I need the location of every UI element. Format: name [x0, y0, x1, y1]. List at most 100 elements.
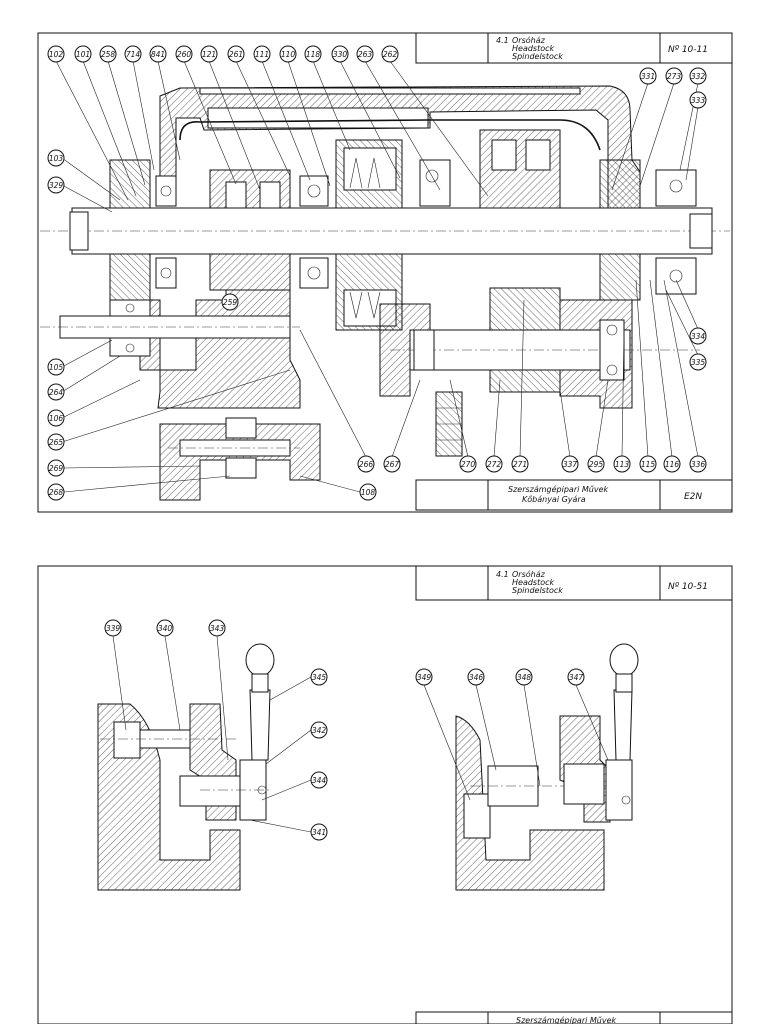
- svg-text:336: 336: [691, 460, 706, 469]
- left-lever-drawing: [97, 643, 275, 891]
- svg-text:108: 108: [361, 488, 376, 497]
- callout-271: 271: [511, 299, 529, 473]
- callout-348: 348: [515, 668, 541, 787]
- callout-295: 295: [587, 379, 609, 473]
- svg-text:333: 333: [691, 96, 706, 105]
- callout-339: 339: [104, 619, 127, 731]
- sheet-2-callouts: 339 340 343 345 342 344 341 349 346 348 …: [104, 619, 609, 841]
- callout-260: 260: [175, 45, 237, 185]
- svg-text:344: 344: [312, 776, 327, 785]
- sheet-1-maker-line2: Kőbányai Gyára: [522, 495, 586, 504]
- callout-344: 344: [261, 771, 328, 801]
- svg-text:714: 714: [126, 50, 141, 59]
- sheet-2-section: 4.1: [496, 570, 509, 579]
- svg-text:260: 260: [177, 50, 192, 59]
- svg-text:105: 105: [49, 363, 64, 372]
- svg-text:116: 116: [665, 460, 680, 469]
- svg-text:110: 110: [281, 50, 296, 59]
- svg-text:348: 348: [517, 673, 532, 682]
- callout-334: 334: [675, 279, 707, 345]
- sheet-2-title-hu: Orsóház: [512, 569, 546, 579]
- svg-text:263: 263: [358, 50, 373, 59]
- callout-841: 841: [149, 45, 181, 161]
- svg-text:261: 261: [229, 50, 243, 59]
- callout-270: 270: [449, 379, 477, 473]
- svg-text:266: 266: [359, 460, 374, 469]
- svg-text:259: 259: [223, 298, 238, 307]
- callout-714: 714: [124, 45, 155, 171]
- svg-text:340: 340: [158, 624, 173, 633]
- svg-text:345: 345: [312, 673, 327, 682]
- svg-text:268: 268: [49, 488, 64, 497]
- callout-265: 265: [47, 369, 291, 451]
- sheet-1-title-block-top: 4.1 Orsóház Headstock Spindelstock Nº 10…: [415, 32, 733, 64]
- svg-text:334: 334: [691, 332, 706, 341]
- svg-text:347: 347: [569, 673, 584, 682]
- svg-text:262: 262: [383, 50, 398, 59]
- sheet-1-model: E2N: [684, 492, 702, 502]
- callout-341: 341: [249, 819, 328, 841]
- callout-108: 108: [299, 475, 377, 501]
- callout-263: 263: [356, 45, 441, 191]
- svg-text:342: 342: [312, 726, 327, 735]
- svg-text:332: 332: [691, 72, 706, 81]
- svg-text:269: 269: [49, 464, 64, 473]
- svg-text:337: 337: [563, 460, 578, 469]
- svg-text:267: 267: [385, 460, 400, 469]
- svg-text:118: 118: [306, 50, 321, 59]
- callout-102: 102: [47, 45, 129, 201]
- callout-268: 268: [47, 475, 231, 501]
- svg-text:295: 295: [589, 460, 604, 469]
- callout-258: 258: [99, 45, 146, 186]
- callout-111: 111: [253, 45, 311, 181]
- sheet-2-border: [37, 565, 733, 1024]
- sheet-1-section: 4.1: [496, 36, 509, 45]
- callout-115: 115: [635, 279, 657, 473]
- callout-121: 121: [200, 45, 261, 191]
- sheet-2: 4.1 Orsóház Headstock Spindelstock Nº 10…: [37, 565, 733, 1024]
- svg-text:271: 271: [513, 460, 527, 469]
- svg-text:343: 343: [210, 624, 225, 633]
- callout-269: 269: [47, 459, 201, 477]
- callout-266: 266: [299, 329, 375, 473]
- sheet-1-title-block-bottom: Szerszámgépipari Művek Kőbányai Gyára E2…: [415, 479, 733, 511]
- callout-106: 106: [47, 379, 141, 427]
- sheet-3-maker-line1-partial: Szerszámgépipari Művek: [516, 1015, 617, 1024]
- svg-text:101: 101: [76, 50, 90, 59]
- right-lever-drawing: [455, 643, 639, 891]
- callout-272: 272: [485, 379, 503, 473]
- callout-101: 101: [74, 45, 137, 197]
- svg-text:103: 103: [49, 154, 64, 163]
- callout-105: 105: [47, 339, 113, 376]
- svg-text:115: 115: [641, 460, 656, 469]
- callout-259: 259: [221, 293, 239, 311]
- svg-text:339: 339: [106, 624, 121, 633]
- callout-110: 110: [279, 45, 331, 187]
- callout-262: 262: [381, 45, 489, 197]
- svg-text:349: 349: [417, 673, 432, 682]
- callout-330: 330: [331, 45, 401, 179]
- callout-349: 349: [415, 668, 471, 801]
- svg-text:331: 331: [641, 72, 655, 81]
- sheet-1-number: Nº 10-11: [668, 45, 708, 55]
- callout-345: 345: [269, 668, 328, 701]
- svg-text:341: 341: [312, 828, 326, 837]
- svg-text:330: 330: [333, 50, 348, 59]
- sheet-1-callouts: 102 101 258 714 841 260 121 261 111 110 …: [47, 45, 707, 501]
- callout-329: 329: [47, 176, 113, 213]
- headstock-section-drawing: [40, 85, 730, 501]
- callout-332: 332: [679, 67, 707, 171]
- svg-text:346: 346: [469, 673, 484, 682]
- svg-text:264: 264: [49, 388, 64, 397]
- svg-text:113: 113: [615, 460, 630, 469]
- svg-text:121: 121: [202, 50, 216, 59]
- svg-text:841: 841: [151, 50, 165, 59]
- sheet-2-number: Nº 10-51: [668, 582, 708, 592]
- callout-273: 273: [639, 67, 683, 187]
- sheet-1-title-en: Headstock: [512, 44, 555, 53]
- callout-264: 264: [47, 355, 121, 401]
- callout-116: 116: [649, 279, 681, 473]
- sheet-2-title-de: Spindelstock: [512, 586, 563, 595]
- svg-text:335: 335: [691, 358, 706, 367]
